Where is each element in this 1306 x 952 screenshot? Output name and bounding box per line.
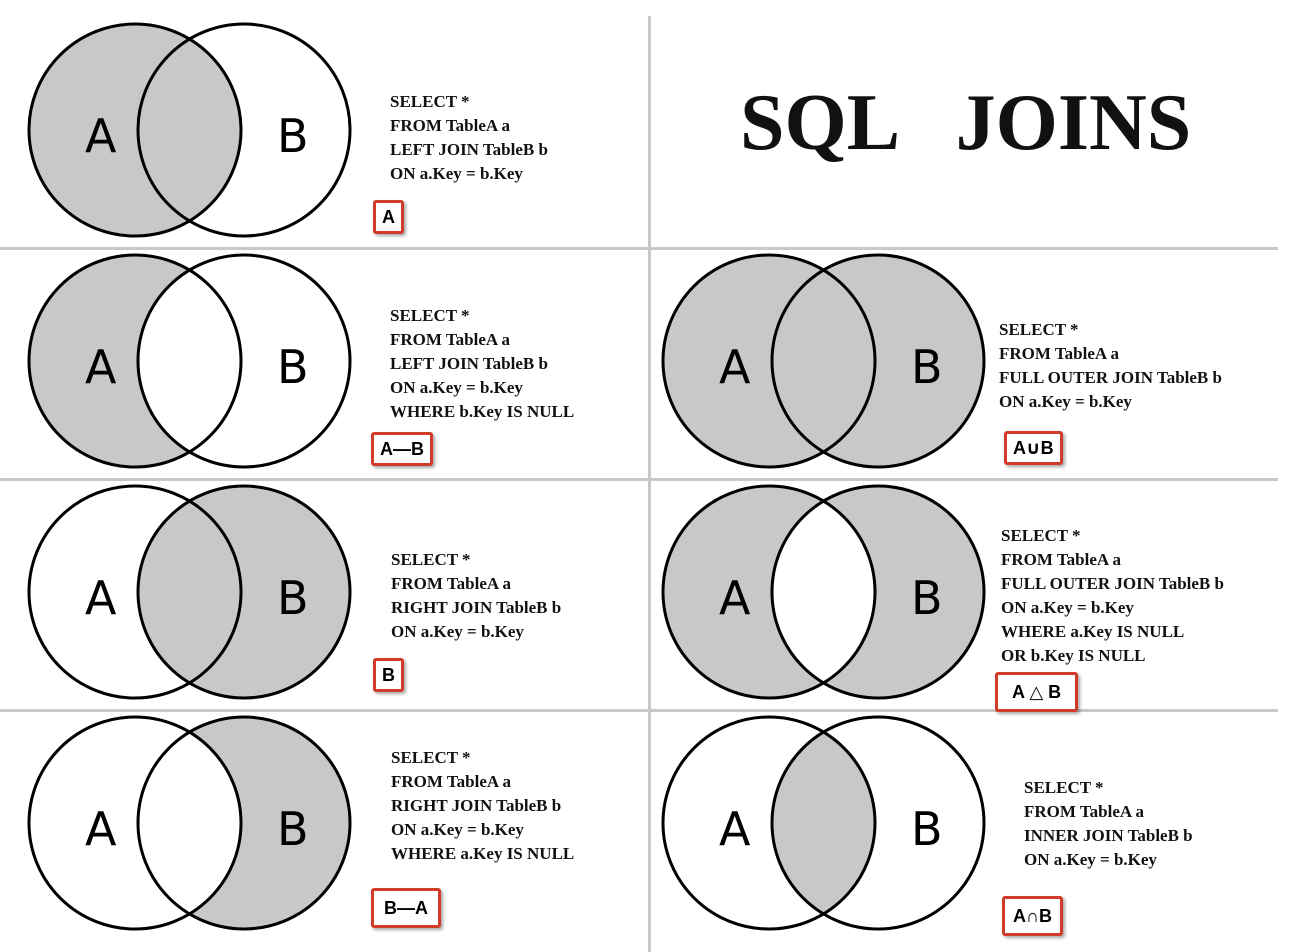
circle-b [136, 22, 352, 238]
circle-a [661, 484, 877, 700]
sql-line: RIGHT JOIN TableB b [391, 598, 562, 617]
circle-b [136, 715, 352, 931]
sql-line: WHERE b.Key IS NULL [390, 402, 575, 421]
sql-line: ON a.Key = b.Key [391, 820, 524, 839]
sql-line: FROM TableA a [390, 116, 510, 135]
region-intersection [772, 717, 875, 929]
circle-label-b: B [911, 802, 943, 856]
region-a-only [29, 255, 241, 467]
circle-label-b: B [277, 109, 309, 163]
sql-line: LEFT JOIN TableB b [390, 354, 548, 373]
sql-line: SELECT * [390, 306, 470, 325]
circle-label-a: A [719, 340, 751, 394]
circle-label-b: B [277, 340, 309, 394]
sql-line: WHERE a.Key IS NULL [391, 844, 575, 863]
sql-query: SELECT * FROM TableA a RIGHT JOIN TableB… [391, 746, 574, 866]
set-notation-badge: A∪B [1004, 431, 1063, 465]
region-intersection [138, 486, 241, 698]
sql-query: SELECT * FROM TableA a LEFT JOIN TableB … [390, 90, 548, 186]
sql-line: ON a.Key = b.Key [999, 392, 1132, 411]
sql-line: ON a.Key = b.Key [391, 622, 524, 641]
sql-line: SELECT * [999, 320, 1079, 339]
sql-line: INNER JOIN TableB b [1024, 826, 1193, 845]
circle-label-b: B [277, 802, 309, 856]
circle-label-a: A [85, 340, 117, 394]
horizontal-divider [0, 247, 1278, 250]
sql-line: ON a.Key = b.Key [390, 378, 523, 397]
page-title: SQL JOINS [740, 79, 1192, 167]
region-intersection [138, 24, 241, 236]
sql-line: FROM TableA a [999, 344, 1119, 363]
sql-line: ON a.Key = b.Key [1001, 598, 1134, 617]
circle-b [770, 484, 986, 700]
region-b-only [772, 486, 984, 698]
circle-b [136, 253, 352, 469]
sql-line: SELECT * [1001, 526, 1081, 545]
circle-a [661, 715, 877, 931]
circle-a [27, 484, 243, 700]
circle-a [27, 22, 243, 238]
sql-line: ON a.Key = b.Key [390, 164, 523, 183]
sql-line: FROM TableA a [1024, 802, 1144, 821]
sql-line: SELECT * [391, 550, 471, 569]
set-notation-badge: A [373, 200, 404, 234]
horizontal-divider [0, 478, 1278, 481]
circle-b [770, 253, 986, 469]
region-intersection [772, 255, 875, 467]
sql-line: OR b.Key IS NULL [1001, 646, 1146, 665]
horizontal-divider [0, 709, 1278, 712]
sql-line: FROM TableA a [391, 772, 511, 791]
sql-line: ON a.Key = b.Key [1024, 850, 1157, 869]
sql-line: FROM TableA a [391, 574, 511, 593]
circle-label-a: A [719, 802, 751, 856]
circle-b [770, 715, 986, 931]
sql-line: FULL OUTER JOIN TableB b [1001, 574, 1224, 593]
sql-line: SELECT * [391, 748, 471, 767]
circle-b [136, 484, 352, 700]
vertical-divider [648, 16, 651, 952]
sql-line: FROM TableA a [390, 330, 510, 349]
sql-line: SELECT * [390, 92, 470, 111]
sql-query: SELECT * FROM TableA a LEFT JOIN TableB … [390, 304, 574, 424]
circle-label-a: A [85, 571, 117, 625]
sql-line: LEFT JOIN TableB b [390, 140, 548, 159]
sql-line: FULL OUTER JOIN TableB b [999, 368, 1222, 387]
circle-a [27, 715, 243, 931]
circle-label-b: B [911, 340, 943, 394]
sql-query: SELECT * FROM TableA a RIGHT JOIN TableB… [391, 548, 561, 644]
sql-query: SELECT * FROM TableA a FULL OUTER JOIN T… [999, 318, 1222, 414]
set-notation-badge: A—B [371, 432, 433, 466]
circle-a [27, 253, 243, 469]
sql-line: FROM TableA a [1001, 550, 1121, 569]
sql-query: SELECT * FROM TableA a FULL OUTER JOIN T… [1001, 524, 1224, 668]
region-b-only [138, 717, 350, 929]
sql-line: WHERE a.Key IS NULL [1001, 622, 1185, 641]
circle-label-a: A [85, 109, 117, 163]
circle-label-b: B [911, 571, 943, 625]
sql-line: SELECT * [1024, 778, 1104, 797]
set-notation-badge: A △ B [995, 672, 1079, 712]
circle-label-a: A [719, 571, 751, 625]
circle-label-b: B [277, 571, 309, 625]
circle-label-a: A [85, 802, 117, 856]
sql-line: RIGHT JOIN TableB b [391, 796, 562, 815]
set-notation-badge: A∩B [1002, 896, 1063, 936]
set-notation-badge: B—A [371, 888, 441, 928]
circle-a [661, 253, 877, 469]
set-notation-badge: B [373, 658, 404, 692]
sql-query: SELECT * FROM TableA a INNER JOIN TableB… [1024, 776, 1193, 872]
